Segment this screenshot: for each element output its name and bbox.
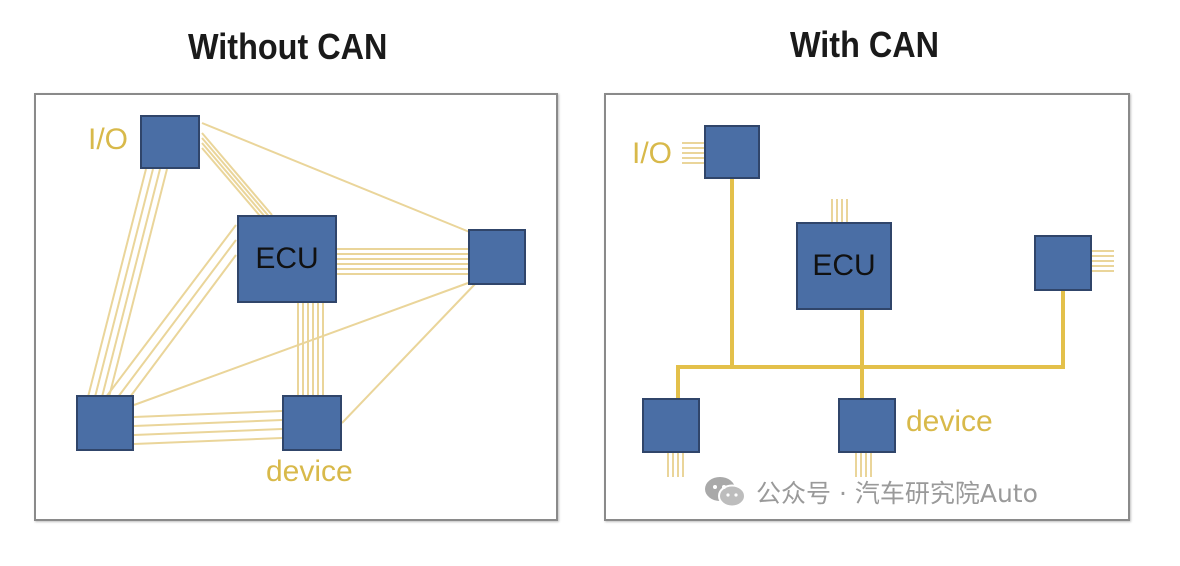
wires-bottomleft-device: [133, 410, 283, 445]
wires-ecu-right: [337, 248, 468, 275]
without-can-panel: I/O ECU device: [34, 93, 558, 521]
bottom-left-node: [642, 398, 700, 453]
io-node: [140, 115, 200, 169]
ecu-node: ECU: [237, 215, 337, 303]
device-node: [838, 398, 896, 453]
watermark: 公众号 · 汽车研究院Auto: [704, 474, 1038, 510]
wires-ecu-device: [297, 303, 324, 397]
device-stub-lines: [855, 451, 872, 477]
watermark-text: 公众号 · 汽车研究院Auto: [756, 479, 1038, 508]
bottom-left-node: [76, 395, 134, 451]
device-label: device: [266, 455, 353, 488]
device-label: device: [906, 405, 993, 438]
ecu-stub-lines: [831, 199, 848, 223]
wire-io-right: [201, 122, 473, 234]
ecu-label: ECU: [812, 249, 876, 282]
ecu-label: ECU: [255, 242, 319, 275]
right-panel-title: With CAN: [790, 24, 940, 65]
ecu-node: ECU: [796, 222, 892, 310]
bottom-left-stub-lines: [667, 451, 684, 477]
can-bus-line: [676, 289, 1065, 401]
device-node: [282, 395, 342, 451]
wires-ecu-bottomleft: [105, 224, 237, 398]
io-label: I/O: [632, 137, 673, 170]
left-panel-title: Without CAN: [188, 26, 388, 67]
wires-io-bottomleft: [87, 168, 168, 398]
wire-right-device: [341, 282, 477, 424]
wire-right-bottomleft: [133, 282, 469, 406]
right-node: [468, 229, 526, 285]
right-node-stub-lines: [1092, 250, 1114, 272]
point-to-point-wiring: [87, 122, 477, 445]
io-node: [704, 125, 760, 179]
right-node: [1034, 235, 1092, 291]
io-stub-lines: [682, 142, 704, 164]
with-can-panel: I/O ECU device: [604, 93, 1130, 521]
can-bus-wiring: [667, 142, 1114, 477]
io-label: I/O: [88, 123, 129, 156]
wechat-icon: [705, 477, 746, 508]
